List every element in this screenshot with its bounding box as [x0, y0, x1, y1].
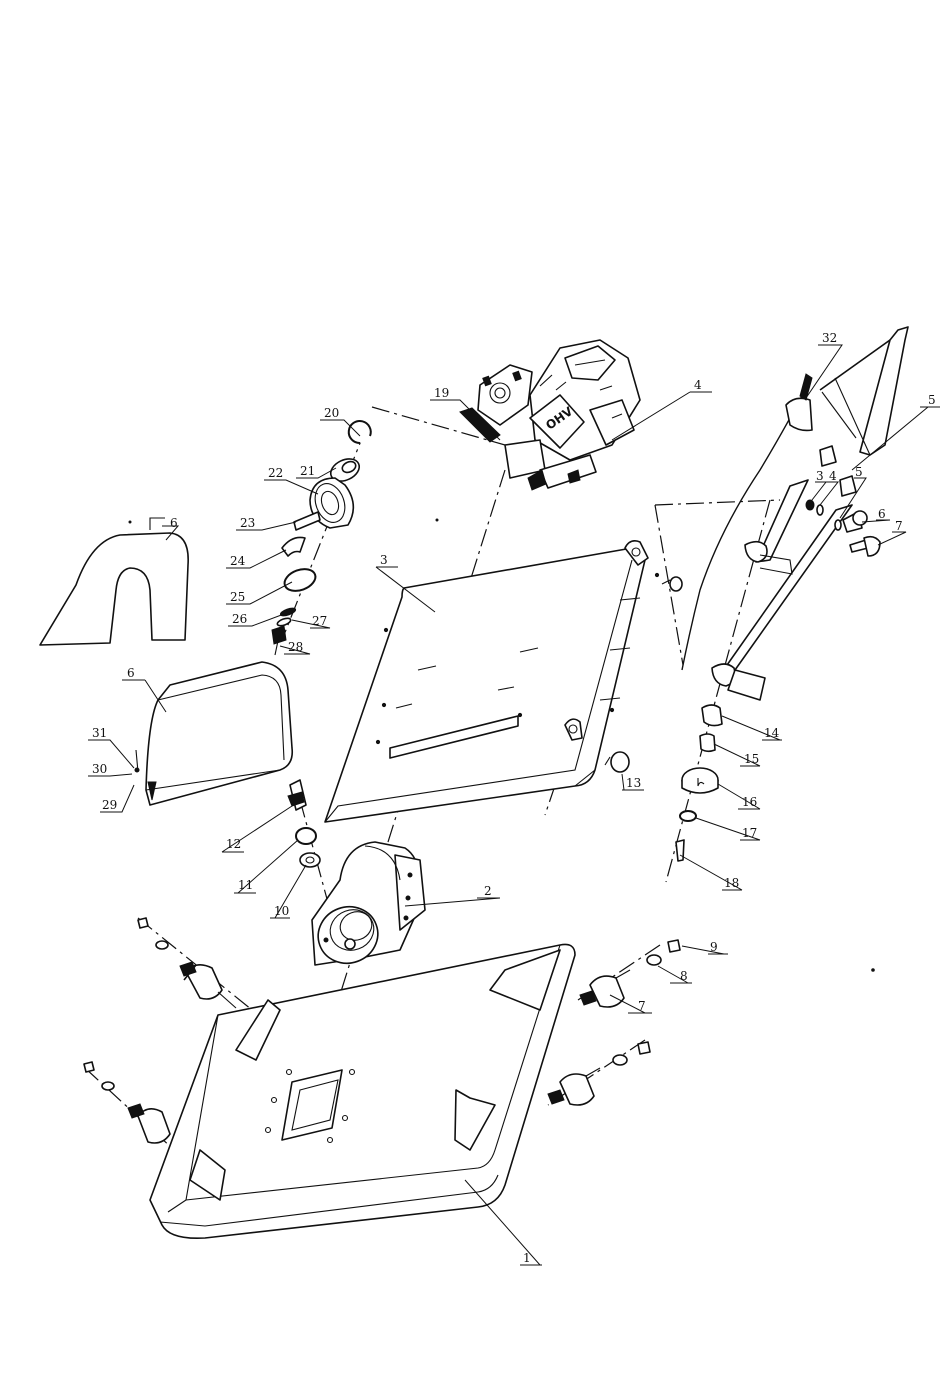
callout-21: 21	[300, 464, 315, 478]
callout-6-gasket: 6	[170, 516, 178, 530]
callout-23: 23	[240, 516, 255, 530]
exciter-fittings	[288, 780, 320, 867]
callout-22: 22	[268, 466, 283, 480]
callout-8: 8	[680, 969, 688, 983]
callout-9: 9	[710, 940, 718, 954]
callout-3-deck: 3	[380, 553, 388, 567]
belt-guard-cover	[135, 662, 292, 805]
callout-26: 26	[232, 612, 247, 626]
engine-deck-plate	[325, 541, 659, 822]
callout-19: 19	[434, 386, 449, 400]
engine-assembly: OHV	[478, 340, 640, 490]
callout-14: 14	[764, 726, 780, 740]
callout-27: 27	[312, 614, 327, 628]
callout-2: 2	[484, 884, 492, 898]
callout-3-hardware: 3	[816, 469, 824, 483]
throttle-cable	[682, 374, 812, 670]
belt-guard-gasket	[40, 518, 188, 645]
callout-13: 13	[626, 776, 641, 790]
callout-12: 12	[226, 837, 241, 851]
spring-ring	[282, 565, 319, 595]
handle-pivot-parts	[676, 705, 722, 861]
clutch-bolt	[272, 626, 286, 655]
callout-11: 11	[238, 878, 253, 892]
callout-30: 30	[92, 762, 107, 776]
callout-20: 20	[324, 406, 339, 420]
callout-7-mount: 7	[638, 999, 646, 1013]
callout-25: 25	[230, 590, 245, 604]
callout-7-hardware: 7	[895, 519, 903, 533]
callout-5-hardware: 5	[855, 465, 863, 479]
callout-31: 31	[92, 726, 107, 740]
snap-ring	[349, 421, 371, 443]
callout-1: 1	[523, 1251, 531, 1265]
callout-10: 10	[274, 904, 289, 918]
callout-29: 29	[102, 798, 117, 812]
callout-5-handle: 5	[928, 393, 936, 407]
callout-18: 18	[724, 876, 739, 890]
callout-16: 16	[742, 795, 757, 809]
clutch-shoe	[282, 537, 305, 556]
callout-15: 15	[744, 752, 759, 766]
callout-4-hardware: 4	[829, 469, 837, 483]
vibration-exciter	[310, 842, 425, 972]
shaft-key	[294, 512, 320, 530]
callout-4-engine: 4	[694, 378, 702, 392]
callout-6-hardware: 6	[878, 507, 886, 521]
callout-24: 24	[230, 554, 246, 568]
callout-28: 28	[288, 640, 303, 654]
callout-32: 32	[822, 331, 837, 345]
clutch-washers	[276, 606, 296, 627]
callout-17: 17	[742, 826, 757, 840]
callout-6-cover: 6	[127, 666, 135, 680]
